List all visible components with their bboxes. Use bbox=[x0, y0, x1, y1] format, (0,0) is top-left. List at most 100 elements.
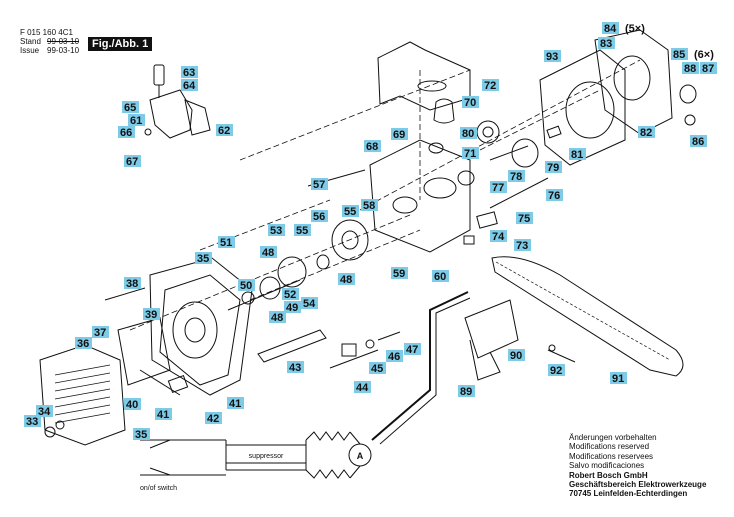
callout-number: 44 bbox=[356, 382, 369, 394]
note-line: Geschäftsbereich Elektrowerkzeuge bbox=[569, 480, 707, 490]
callout-tag-bg bbox=[282, 288, 299, 300]
part-callout-54: 54 bbox=[301, 297, 318, 310]
callout-tag-bg bbox=[544, 50, 561, 62]
callout-tag-bg bbox=[482, 79, 499, 91]
callout-tag-bg bbox=[364, 140, 381, 152]
note-line: Robert Bosch GmbH bbox=[569, 470, 648, 480]
callout-tag-bg bbox=[690, 135, 707, 147]
gear-79 bbox=[511, 138, 539, 168]
note-line: Modifications reservees bbox=[569, 451, 654, 461]
callout-tag-bg bbox=[638, 126, 655, 138]
part-callout-71: 71 bbox=[462, 147, 479, 160]
callout-tag-bg bbox=[269, 311, 286, 323]
part-callout-60: 60 bbox=[432, 270, 449, 283]
clamp-61 bbox=[149, 89, 193, 139]
callout-tag-bg bbox=[462, 96, 479, 108]
callout-tag-bg bbox=[155, 408, 172, 420]
callout-number: 65 bbox=[124, 102, 136, 114]
screw-76 bbox=[489, 177, 549, 209]
callout-tag-bg bbox=[682, 62, 699, 74]
callout-number: 35 bbox=[197, 253, 209, 265]
callout-number: 46 bbox=[388, 351, 400, 363]
callout-tag-bg bbox=[287, 361, 304, 373]
callout-tag-bg bbox=[216, 124, 233, 136]
callout-number: 80 bbox=[462, 128, 474, 140]
assembly-axis-lines bbox=[129, 59, 641, 331]
wrench-89 bbox=[371, 291, 469, 441]
callout-tag-bg bbox=[128, 114, 145, 126]
notes-block: Änderungen vorbehalten Modifications res… bbox=[569, 433, 706, 499]
cover-82 bbox=[539, 49, 626, 166]
part-callout-69: 69 bbox=[391, 128, 408, 141]
bracket-72 bbox=[377, 41, 471, 111]
callout-number: 37 bbox=[94, 327, 106, 339]
callout-number: 63 bbox=[183, 67, 195, 79]
part-callout-40: 40 bbox=[124, 398, 141, 411]
front-grille-36 bbox=[39, 344, 126, 446]
part-callout-68: 68 bbox=[364, 140, 381, 153]
part-callout-62: 62 bbox=[216, 124, 233, 137]
callout-number: 39 bbox=[145, 309, 157, 321]
clutch-drum-55 bbox=[331, 219, 369, 261]
callout-number: 62 bbox=[218, 125, 230, 137]
callout-tag-bg bbox=[516, 212, 533, 224]
issue-label: Issue bbox=[20, 46, 40, 55]
callout-number: 56 bbox=[313, 211, 325, 223]
callout-tag-bg bbox=[218, 236, 235, 248]
plate-62 bbox=[184, 99, 211, 136]
callout-number: 81 bbox=[571, 149, 583, 161]
callout-tag-bg bbox=[143, 308, 160, 320]
part-callout-70: 70 bbox=[462, 96, 479, 109]
callout-number: 41 bbox=[229, 398, 241, 410]
part-callout-35a: 35 bbox=[195, 252, 212, 265]
part-callout-61: 61 bbox=[128, 114, 145, 127]
callout-tag-bg bbox=[338, 273, 355, 285]
knob-63 bbox=[153, 64, 165, 86]
callout-tag-bg bbox=[124, 277, 141, 289]
issue-date: 99-03-10 bbox=[47, 46, 80, 55]
part-callout-39: 39 bbox=[143, 308, 160, 321]
callout-tag-bg bbox=[508, 349, 525, 361]
callout-number: 43 bbox=[289, 362, 301, 374]
part-callout-48c: 48 bbox=[269, 311, 286, 324]
callout-number: 41 bbox=[157, 409, 169, 421]
callout-number: 73 bbox=[516, 240, 528, 252]
part-callout-89: 89 bbox=[458, 385, 475, 398]
callout-number: 84 bbox=[604, 23, 617, 35]
part-callout-55b: 55 bbox=[294, 224, 311, 237]
callout-tag-bg bbox=[386, 350, 403, 362]
callout-number: 55 bbox=[344, 206, 356, 218]
callout-tag-bg bbox=[294, 224, 311, 236]
part-callout-57: 57 bbox=[311, 178, 328, 191]
callout-tag-bg bbox=[508, 170, 525, 182]
part-callout-35b: 35 bbox=[133, 428, 150, 441]
part-callout-76: 76 bbox=[546, 189, 563, 202]
callout-tag-bg bbox=[92, 326, 109, 338]
callout-number: 87 bbox=[702, 63, 714, 75]
part-callout-66: 66 bbox=[118, 126, 135, 139]
sprocket-52 bbox=[277, 256, 307, 288]
callout-tag-bg bbox=[124, 155, 141, 167]
note-line: 70745 Leinfelden-Echterdingen bbox=[569, 489, 688, 499]
callout-tag-bg bbox=[369, 362, 386, 374]
part-callout-58: 58 bbox=[361, 199, 378, 212]
callout-tag-bg bbox=[75, 337, 92, 349]
brush-75 bbox=[476, 211, 498, 229]
callout-number: 48 bbox=[271, 312, 283, 324]
part-callout-49: 49 bbox=[284, 301, 301, 314]
main-housing-35 bbox=[149, 257, 253, 396]
callout-number: 76 bbox=[548, 190, 560, 202]
stand-label: Stand bbox=[20, 37, 41, 46]
callout-number: 74 bbox=[492, 231, 505, 243]
callout-tag-bg bbox=[36, 405, 53, 417]
part-callout-37: 37 bbox=[92, 326, 109, 339]
callout-number: 55 bbox=[296, 225, 308, 237]
part-callout-84: 84 bbox=[602, 22, 619, 35]
guide-bar-91 bbox=[491, 256, 684, 377]
callout-tag-bg bbox=[602, 22, 619, 34]
callout-tag-bg bbox=[460, 127, 477, 139]
part-callout-38: 38 bbox=[124, 277, 141, 290]
part-callout-34: 34 bbox=[36, 405, 53, 418]
note-line: Modifications reserved bbox=[569, 442, 650, 452]
